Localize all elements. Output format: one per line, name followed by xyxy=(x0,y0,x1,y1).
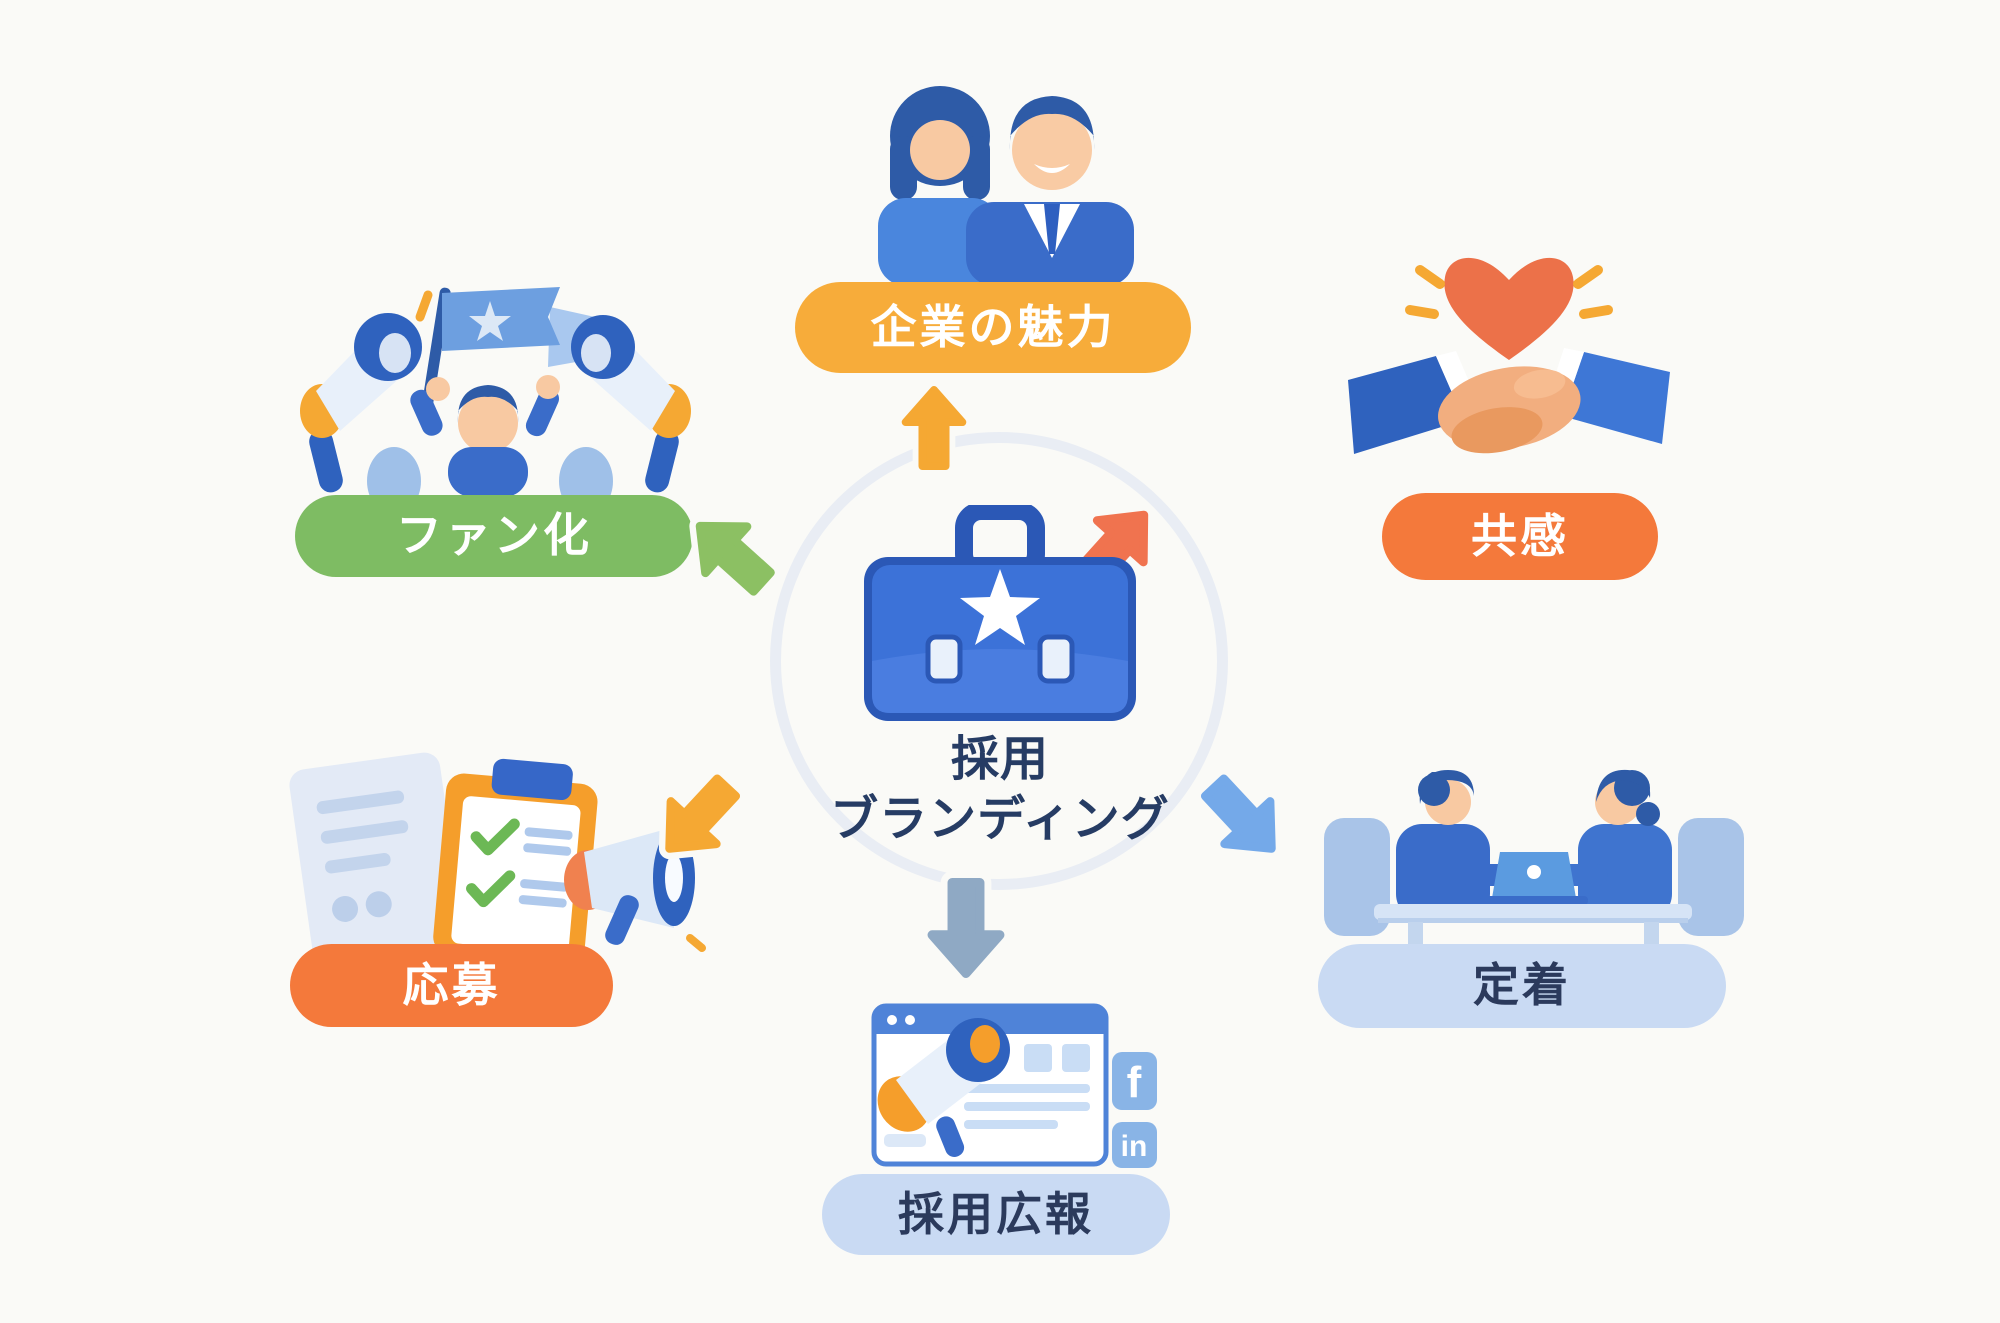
hub-circle xyxy=(770,432,1228,890)
briefcase-star-icon xyxy=(858,505,1142,727)
appeal-pill: 企業の魅力 xyxy=(795,282,1191,373)
business-people-icon xyxy=(852,52,1144,286)
browser-megaphone-icon: f in xyxy=(868,1000,1164,1170)
arrow-down-left-icon xyxy=(637,757,758,879)
interview-desk-icon xyxy=(1322,758,1746,952)
arrow-down-icon xyxy=(920,871,1012,985)
apply-label: 応募 xyxy=(402,958,501,1011)
empathy-pill: 共感 xyxy=(1382,493,1658,580)
center-label-line1: 採用 xyxy=(950,733,1049,786)
center-label-line2: ブランディング xyxy=(830,793,1170,847)
arrow-up-left-icon xyxy=(671,494,792,614)
fan-flag-icon xyxy=(298,283,693,497)
arrow-up-icon xyxy=(895,380,973,476)
retention-pill: 定着 xyxy=(1318,944,1726,1028)
linkedin-icon: in xyxy=(1121,1130,1148,1163)
appeal-label: 企業の魅力 xyxy=(870,300,1116,353)
center-label: 採用 ブランディング xyxy=(790,730,1210,851)
facebook-icon: f xyxy=(1127,1058,1142,1107)
fan-label: ファン化 xyxy=(396,509,592,561)
apply-pill: 応募 xyxy=(290,944,613,1027)
arrow-down-right-icon xyxy=(1184,758,1302,877)
pr-label: 採用広報 xyxy=(898,1187,1094,1240)
handshake-heart-icon xyxy=(1348,232,1670,488)
clipboard-checklist-icon xyxy=(282,752,706,960)
pr-pill: 採用広報 xyxy=(822,1174,1170,1255)
fan-pill: ファン化 xyxy=(295,495,693,577)
empathy-label: 共感 xyxy=(1471,509,1569,562)
retention-label: 定着 xyxy=(1473,959,1571,1011)
